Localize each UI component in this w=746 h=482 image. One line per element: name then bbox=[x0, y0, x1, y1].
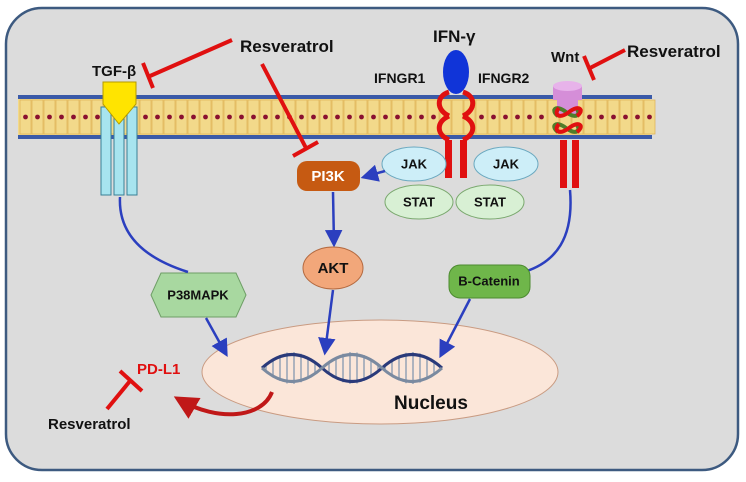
resveratrol-wnt-label: Resveratrol bbox=[627, 42, 721, 61]
akt-to-nucleus-arrow bbox=[318, 289, 336, 356]
jak-left-label: JAK bbox=[401, 156, 428, 171]
ifngr1-label: IFNGR1 bbox=[374, 70, 426, 86]
p38-to-nucleus-arrow bbox=[204, 317, 228, 358]
wnt-label: Wnt bbox=[551, 49, 579, 66]
pi3k-to-akt-arrow bbox=[324, 191, 343, 248]
b-catenin-node bbox=[448, 264, 531, 299]
nucleus-label: Nucleus bbox=[394, 393, 468, 414]
dna-helix bbox=[260, 352, 444, 384]
resveratrol-pdl1-label: Resveratrol bbox=[48, 416, 131, 433]
pi3k-label: PI3K bbox=[311, 168, 345, 185]
ifn-gamma-receptor bbox=[436, 50, 476, 178]
nucleus-to-pdl1-arrow bbox=[173, 391, 274, 419]
resveratrol-tgf-inhibitor bbox=[141, 38, 233, 89]
tgf-beta-receptor bbox=[100, 81, 138, 196]
jak-right-node bbox=[473, 146, 539, 182]
ifngr2-label: IFNGR2 bbox=[478, 70, 530, 86]
jak-to-pi3k-arrow bbox=[360, 164, 386, 182]
jak-left-node bbox=[381, 146, 447, 182]
resveratrol-pi3k-inhibitor bbox=[260, 63, 319, 158]
pi3k-node bbox=[297, 161, 360, 191]
ifn-gamma-ligand bbox=[443, 50, 469, 94]
stat-left-node bbox=[384, 184, 454, 220]
wnt-to-bcatenin-connector bbox=[523, 189, 572, 274]
tgf-to-p38-connector bbox=[118, 196, 189, 274]
bcatenin-to-nucleus-arrow bbox=[439, 298, 472, 359]
p38mapk-label: P38MAPK bbox=[167, 287, 229, 302]
akt-node bbox=[302, 246, 364, 290]
tgf-beta-label: TGF-β bbox=[92, 63, 136, 80]
stat-left-label: STAT bbox=[403, 194, 435, 209]
wnt-receptor bbox=[552, 81, 583, 188]
nucleus bbox=[201, 319, 559, 425]
stat-right-label: STAT bbox=[474, 194, 506, 209]
jak-right-label: JAK bbox=[493, 156, 520, 171]
tgf-beta-ligand bbox=[102, 81, 137, 125]
resveratrol-tgf-label: Resveratrol bbox=[240, 37, 334, 56]
p38mapk-node bbox=[150, 272, 247, 318]
stat-right-node bbox=[455, 184, 525, 220]
b-catenin-label: B-Catenin bbox=[458, 273, 519, 288]
ifn-gamma-label: IFN-γ bbox=[433, 27, 476, 46]
akt-label: AKT bbox=[318, 260, 349, 277]
resveratrol-wnt-inhibitor bbox=[582, 48, 626, 81]
pd-l1-label: PD-L1 bbox=[137, 361, 180, 378]
resveratrol-pdl1-inhibitor bbox=[105, 369, 144, 411]
